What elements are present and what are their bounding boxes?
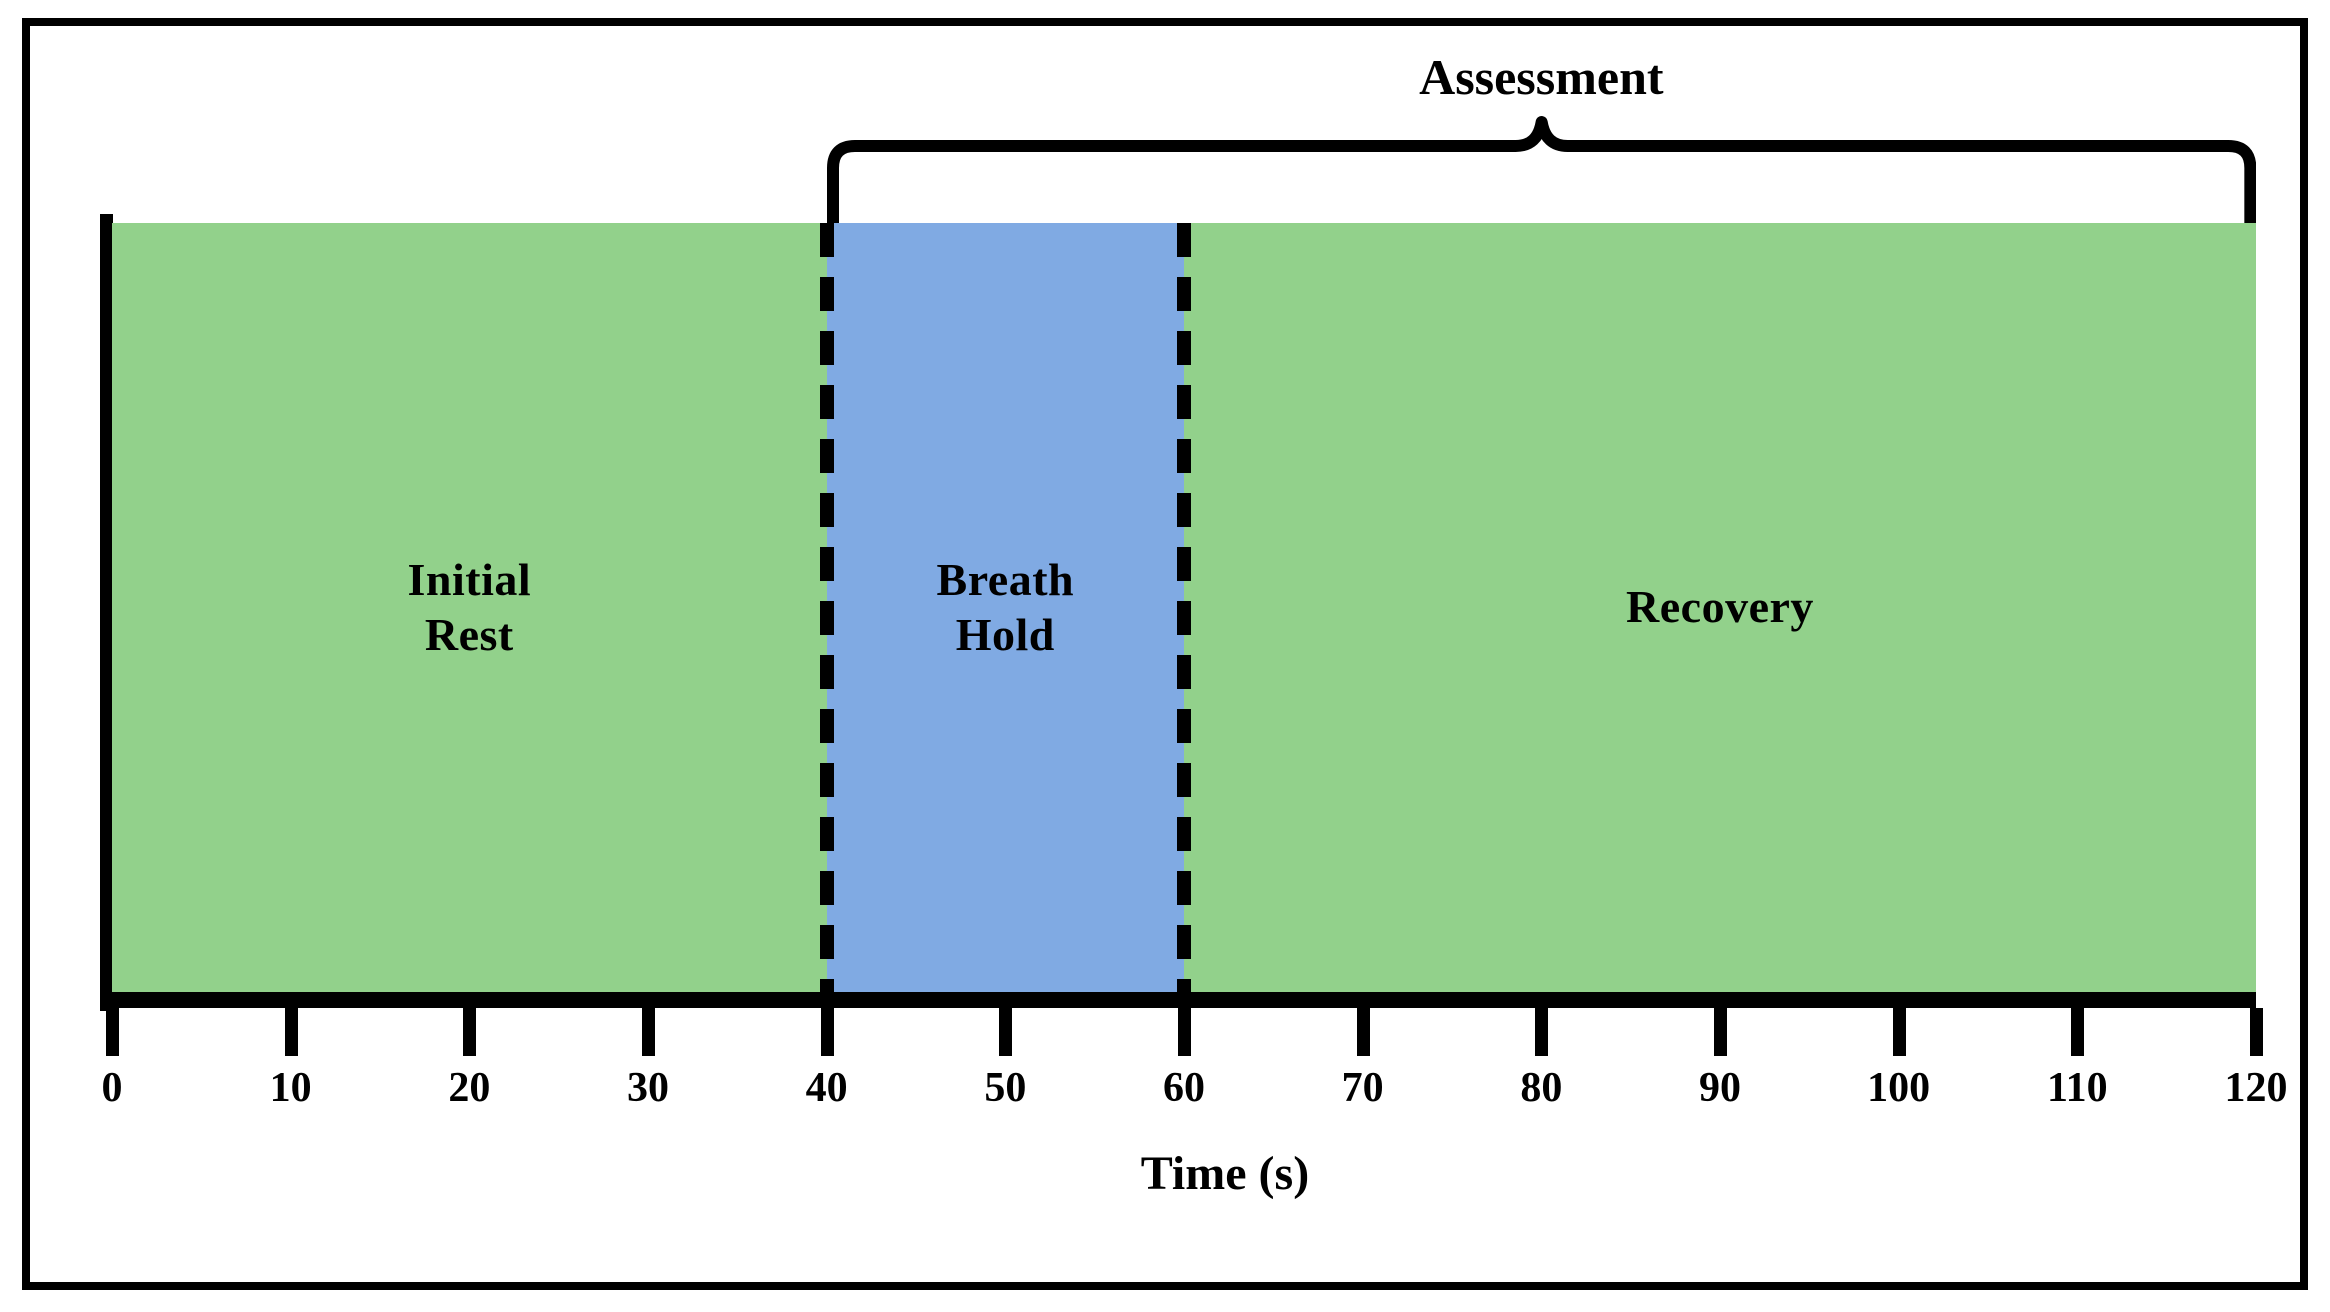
- x-tick-label-20: 20: [448, 1065, 491, 1111]
- x-tick-label-120: 120: [2224, 1065, 2288, 1111]
- phase-label-recovery: Recovery: [1626, 581, 1814, 633]
- phase-band-breath-hold: Breath Hold: [826, 223, 1184, 992]
- x-tick-20: [463, 1008, 477, 1056]
- x-tick-0: [106, 1008, 119, 1056]
- x-tick-40: [820, 1008, 834, 1056]
- x-tick-label-70: 70: [1341, 1065, 1384, 1111]
- x-tick-110: [2071, 1008, 2085, 1056]
- figure-frame: Assessment Initial Rest Breath Hold Recove…: [22, 18, 2308, 1290]
- x-tick-label-80: 80: [1520, 1065, 1563, 1111]
- assessment-brace: [826, 106, 2256, 226]
- x-axis-title: Time (s): [30, 1146, 2300, 1201]
- phase-label-breath-hold: Breath Hold: [936, 554, 1075, 660]
- assessment-brace-label: Assessment: [1419, 49, 1664, 105]
- x-tick-label-0: 0: [101, 1065, 123, 1111]
- x-axis-title-text: Time (s): [1140, 1147, 1310, 1200]
- x-tick-label-100: 100: [1867, 1065, 1931, 1111]
- x-tick-label-60: 60: [1163, 1065, 1205, 1111]
- x-tick-10: [284, 1008, 298, 1056]
- x-tick-90: [1714, 1008, 1727, 1056]
- x-tick-label-10: 10: [269, 1065, 312, 1111]
- phase-band-recovery: Recovery: [1184, 223, 2256, 992]
- divider-40s: [819, 223, 834, 994]
- x-tick-label-90: 90: [1699, 1065, 1741, 1111]
- x-tick-50: [999, 1008, 1013, 1056]
- x-tick-70: [1356, 1008, 1370, 1056]
- curly-brace-icon: [826, 116, 2256, 226]
- x-axis-line: [100, 992, 2256, 1008]
- y-axis-line: [100, 214, 113, 1011]
- x-tick-80: [1535, 1008, 1549, 1056]
- divider-60s: [1177, 223, 1191, 994]
- x-tick-60: [1178, 1008, 1191, 1056]
- x-tick-120: [2250, 1008, 2263, 1056]
- phase-band-initial-rest: Initial Rest: [112, 223, 827, 992]
- x-tick-label-40: 40: [805, 1065, 848, 1111]
- x-tick-100: [1892, 1008, 1906, 1056]
- x-tick-label-110: 110: [2046, 1065, 2108, 1111]
- x-tick-label-30: 30: [627, 1065, 669, 1111]
- phase-label-initial-rest: Initial Rest: [407, 554, 532, 660]
- x-tick-label-50: 50: [984, 1065, 1027, 1111]
- x-tick-30: [642, 1008, 655, 1056]
- plot-canvas: Assessment Initial Rest Breath Hold Recove…: [30, 26, 2300, 1282]
